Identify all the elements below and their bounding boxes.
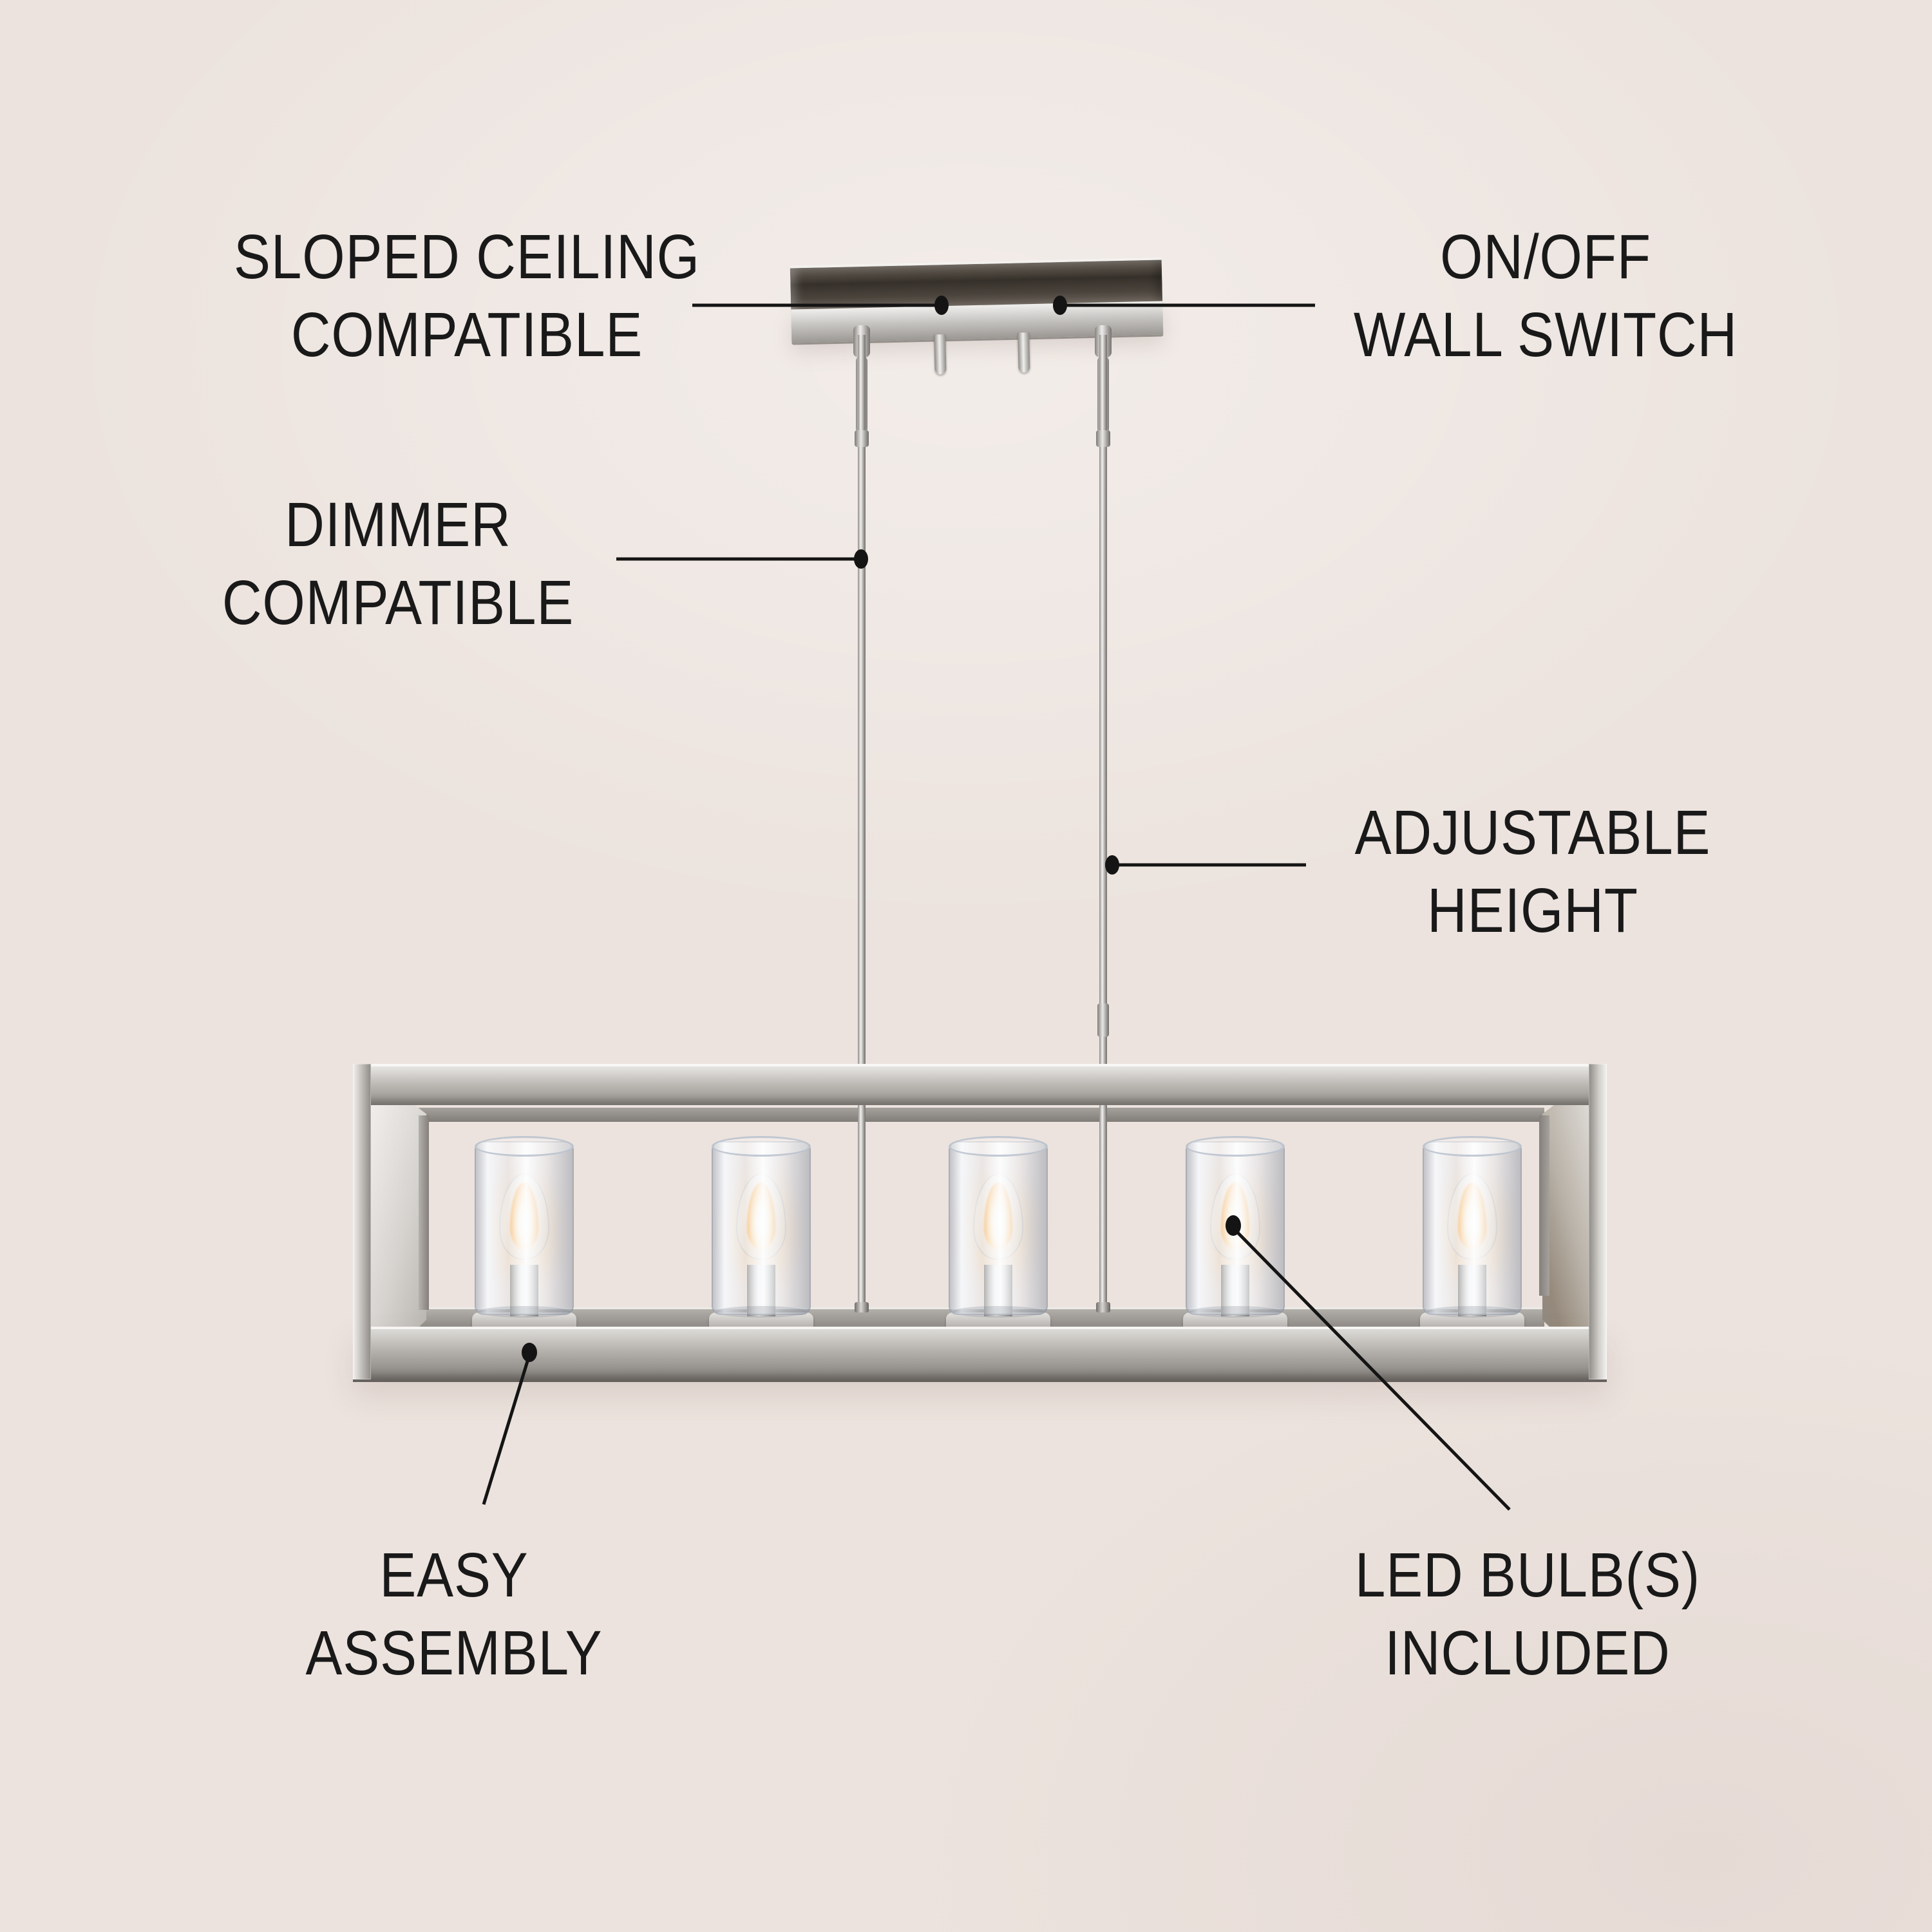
- callout-easy-assembly: EASY ASSEMBLY: [100, 1536, 808, 1692]
- frame-left-end-face: [371, 1072, 426, 1374]
- callout-wall-switch-line2: WALL SWITCH: [1353, 299, 1738, 370]
- frame-top-back-rail: [415, 1108, 1544, 1122]
- callout-sloped-ceiling-line1: SLOPED CEILING: [234, 222, 700, 292]
- callout-adjustable-height: ADJUSTABLE HEIGHT: [1179, 793, 1887, 949]
- downrod-right: [1099, 335, 1107, 1311]
- candle: [1420, 1136, 1524, 1342]
- leader-dot-adjustable: [1105, 855, 1119, 875]
- callout-sloped-ceiling-line2: COMPATIBLE: [290, 299, 643, 370]
- rod-collar-left: [855, 430, 869, 447]
- callout-led-bulbs-line1: LED BULB(S): [1354, 1540, 1701, 1610]
- glass-shade: [475, 1136, 574, 1318]
- callout-easy-assembly-line1: EASY: [379, 1540, 529, 1610]
- frame-right-post: [1589, 1064, 1607, 1379]
- mounting-screw: [934, 334, 947, 375]
- glass-shade: [949, 1136, 1048, 1318]
- callout-wall-switch-line1: ON/OFF: [1440, 222, 1651, 292]
- glass-shade: [712, 1136, 811, 1318]
- callout-easy-assembly-line2: ASSEMBLY: [305, 1618, 603, 1688]
- rod-foot-right: [1096, 1302, 1110, 1312]
- callout-dimmer-line1: DIMMER: [285, 489, 511, 560]
- frame-bottom-rail: [353, 1327, 1607, 1382]
- frame-left-back-post: [419, 1115, 429, 1310]
- callout-sloped-ceiling: SLOPED CEILING COMPATIBLE: [113, 218, 821, 374]
- callout-dimmer-line2: COMPATIBLE: [222, 567, 574, 638]
- candle: [472, 1136, 576, 1342]
- frame-top-rail: [353, 1064, 1607, 1105]
- callout-led-bulbs: LED BULB(S) INCLUDED: [1173, 1536, 1882, 1692]
- glass-shade: [1186, 1136, 1285, 1318]
- glass-shade: [1423, 1136, 1522, 1318]
- mounting-screw: [1018, 332, 1030, 373]
- downrod-left: [858, 335, 866, 1311]
- rod-collar-right: [1096, 430, 1110, 447]
- candle: [709, 1136, 813, 1342]
- callout-wall-switch: ON/OFF WALL SWITCH: [1191, 218, 1900, 374]
- frame-right-back-post: [1539, 1115, 1549, 1296]
- candle: [1183, 1136, 1287, 1342]
- callout-adjustable-height-line1: ADJUSTABLE: [1354, 797, 1711, 867]
- frame-right-end-face: [1542, 1072, 1598, 1374]
- frame-left-post: [353, 1064, 371, 1379]
- rod-foot-left: [855, 1302, 869, 1312]
- callout-led-bulbs-line2: INCLUDED: [1385, 1618, 1671, 1688]
- rod-collar-right-mid: [1097, 1003, 1109, 1037]
- callout-adjustable-height-line2: HEIGHT: [1427, 875, 1638, 945]
- callout-dimmer: DIMMER COMPATIBLE: [44, 486, 752, 641]
- candle: [946, 1136, 1050, 1342]
